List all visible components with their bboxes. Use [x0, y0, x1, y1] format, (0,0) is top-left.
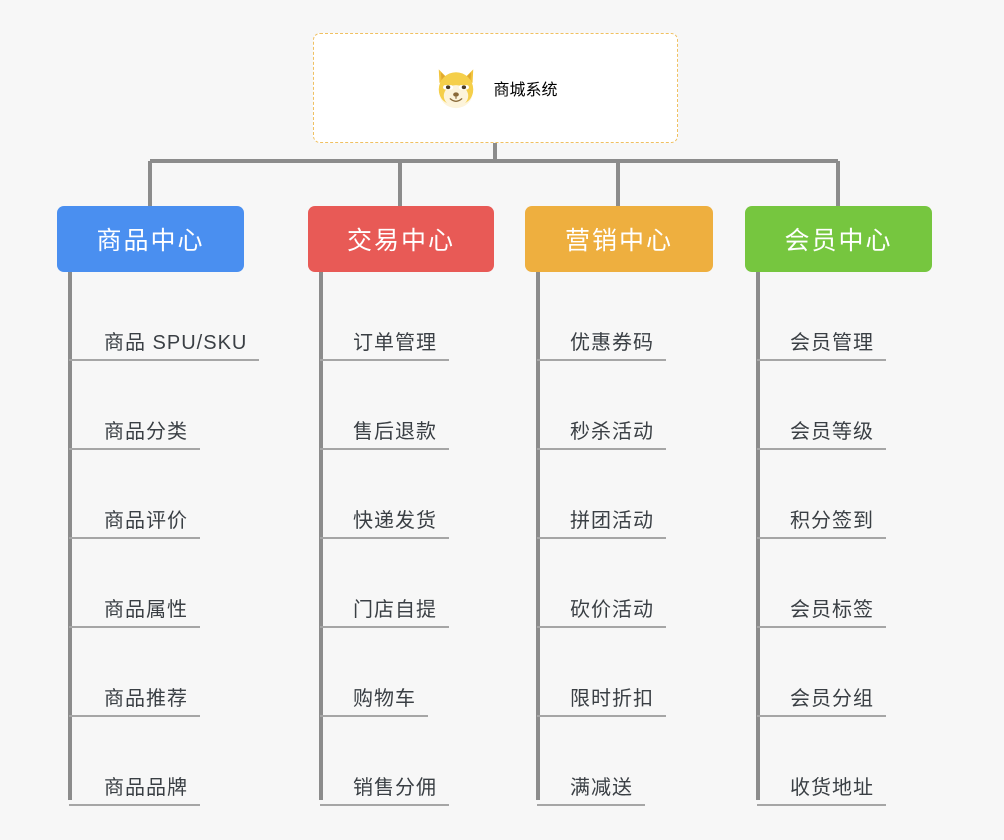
leaf-label: 快递发货: [353, 510, 437, 532]
list-item[interactable]: 商品评价: [57, 450, 244, 539]
leaf-underline: [537, 448, 666, 450]
leaf-underline: [69, 448, 200, 450]
leaf-label: 售后退款: [353, 421, 437, 443]
category-label: 会员中心: [784, 227, 893, 255]
leaf-underline: [757, 537, 886, 539]
category-label: 营销中心: [564, 227, 673, 255]
list-item[interactable]: 订单管理: [308, 272, 494, 361]
leaf-label: 商品推荐: [104, 688, 188, 710]
leaf-label: 商品分类: [104, 421, 188, 443]
list-item[interactable]: 秒杀活动: [525, 361, 713, 450]
list-item[interactable]: 商品属性: [57, 539, 244, 628]
leaf-label: 购物车: [353, 688, 416, 710]
category-label: 交易中心: [346, 227, 455, 255]
leaf-label: 商品属性: [104, 599, 188, 621]
leaf-label: 商品品牌: [104, 777, 188, 799]
list-item[interactable]: 会员管理: [745, 272, 932, 361]
page-title: 商城系统: [493, 82, 558, 99]
category-header-3[interactable]: 会员中心: [745, 206, 932, 272]
list-item[interactable]: 商品推荐: [57, 628, 244, 717]
leaf-underline: [757, 626, 886, 628]
category-column-1: 交易中心 订单管理 售后退款 快递发货 门店自提 购物车: [308, 206, 494, 806]
leaf-underline: [757, 804, 886, 806]
leaf-underline: [320, 537, 449, 539]
list-item[interactable]: 会员分组: [745, 628, 932, 717]
list-item[interactable]: 商品品牌: [57, 717, 244, 806]
leaf-underline: [320, 448, 449, 450]
leaf-label: 会员管理: [790, 332, 874, 354]
leaf-underline: [69, 359, 259, 361]
leaf-underline: [69, 804, 200, 806]
leaf-label: 订单管理: [353, 332, 437, 354]
list-item[interactable]: 砍价活动: [525, 539, 713, 628]
list-item[interactable]: 收货地址: [745, 717, 932, 806]
list-item[interactable]: 优惠券码: [525, 272, 713, 361]
leaf-underline: [320, 804, 449, 806]
category-column-3: 会员中心 会员管理 会员等级 积分签到 会员标签 会员分组: [745, 206, 932, 806]
leaf-label: 收货地址: [790, 777, 874, 799]
leaf-label: 满减送: [570, 777, 633, 799]
list-item[interactable]: 门店自提: [308, 539, 494, 628]
list-item[interactable]: 购物车: [308, 628, 494, 717]
list-item[interactable]: 限时折扣: [525, 628, 713, 717]
leaf-label: 拼团活动: [570, 510, 654, 532]
list-item[interactable]: 销售分佣: [308, 717, 494, 806]
leaf-label: 会员等级: [790, 421, 874, 443]
leaf-underline: [320, 626, 449, 628]
shiba-dog-icon: [439, 69, 474, 109]
leaf-label: 商品 SPU/SKU: [104, 332, 248, 354]
leaf-list-1: 订单管理 售后退款 快递发货 门店自提 购物车 销售分佣: [308, 272, 494, 806]
leaf-list-2: 优惠券码 秒杀活动 拼团活动 砍价活动 限时折扣 满减送: [525, 272, 713, 806]
list-item[interactable]: 快递发货: [308, 450, 494, 539]
list-item[interactable]: 会员标签: [745, 539, 932, 628]
list-item[interactable]: 商品 SPU/SKU: [57, 272, 259, 361]
leaf-list-3: 会员管理 会员等级 积分签到 会员标签 会员分组 收货地址: [745, 272, 932, 806]
list-item[interactable]: 积分签到: [745, 450, 932, 539]
list-item[interactable]: 商品分类: [57, 361, 244, 450]
category-column-2: 营销中心 优惠券码 秒杀活动 拼团活动 砍价活动 限时折扣: [525, 206, 713, 806]
leaf-list-0: 商品 SPU/SKU 商品分类 商品评价 商品属性 商品推荐 商品品牌: [57, 272, 259, 806]
leaf-underline: [320, 715, 428, 717]
category-label: 商品中心: [96, 227, 205, 255]
leaf-underline: [537, 804, 645, 806]
root-node[interactable]: 商城系统: [313, 33, 678, 143]
leaf-underline: [757, 715, 886, 717]
category-header-1[interactable]: 交易中心: [308, 206, 494, 272]
leaf-underline: [537, 537, 666, 539]
leaf-label: 限时折扣: [570, 688, 654, 710]
leaf-label: 砍价活动: [570, 599, 654, 621]
category-header-0[interactable]: 商品中心: [57, 206, 244, 272]
leaf-label: 会员标签: [790, 599, 874, 621]
leaf-label: 优惠券码: [570, 332, 654, 354]
leaf-underline: [757, 448, 886, 450]
leaf-label: 积分签到: [790, 510, 874, 532]
leaf-label: 秒杀活动: [570, 421, 654, 443]
leaf-underline: [537, 715, 666, 717]
list-item[interactable]: 拼团活动: [525, 450, 713, 539]
leaf-underline: [757, 359, 886, 361]
list-item[interactable]: 满减送: [525, 717, 713, 806]
leaf-underline: [320, 359, 449, 361]
leaf-underline: [537, 359, 666, 361]
leaf-underline: [69, 715, 200, 717]
leaf-underline: [537, 626, 666, 628]
category-header-2[interactable]: 营销中心: [525, 206, 713, 272]
leaf-label: 销售分佣: [353, 777, 437, 799]
category-column-0: 商品中心 商品 SPU/SKU 商品分类 商品评价 商品属性 商品推荐: [57, 206, 259, 806]
leaf-label: 商品评价: [104, 510, 188, 532]
leaf-underline: [69, 537, 200, 539]
list-item[interactable]: 售后退款: [308, 361, 494, 450]
list-item[interactable]: 会员等级: [745, 361, 932, 450]
leaf-label: 会员分组: [790, 688, 874, 710]
leaf-underline: [69, 626, 200, 628]
leaf-label: 门店自提: [353, 599, 437, 621]
